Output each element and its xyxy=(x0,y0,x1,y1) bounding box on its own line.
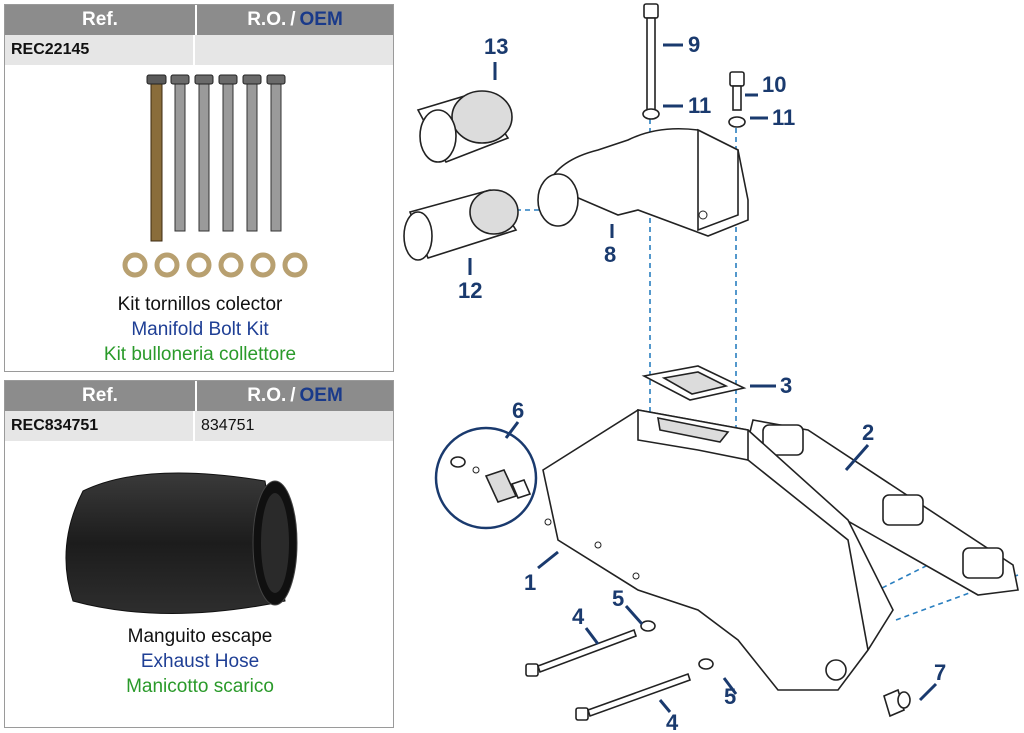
part-9-long-bolt xyxy=(643,3,659,111)
card-ref-row: REC834751 834751 xyxy=(5,411,393,441)
callout-11: 11 xyxy=(688,93,711,118)
callout-13: 13 xyxy=(484,34,508,59)
callout-2: 2 xyxy=(862,420,874,445)
oem-value xyxy=(195,35,393,65)
callout-4: 4 xyxy=(572,604,585,629)
part-4-bolt xyxy=(525,628,638,677)
part-3-gasket xyxy=(641,365,747,401)
callout-5: 5 xyxy=(724,684,736,709)
part-11-washer xyxy=(642,108,660,120)
slash: / xyxy=(290,9,296,30)
slash: / xyxy=(290,385,296,406)
callout-11: 11 xyxy=(772,105,795,130)
desc-italian: Kit bulloneria collettore xyxy=(103,344,297,365)
part-4-bolt xyxy=(575,672,692,721)
part-7-fitting xyxy=(883,688,911,718)
exploded-parts-diagram: 9 11 10 11 13 12 8 3 2 6 1 4 5 5 4 7 xyxy=(403,3,1019,733)
part-1-manifold xyxy=(542,409,894,691)
desc-italian: Manicotto scarico xyxy=(126,676,274,697)
callout-6: 6 xyxy=(512,398,524,423)
desc-spanish: Kit tornillos colector xyxy=(117,294,283,315)
callout-leaders xyxy=(468,43,938,713)
callout-9: 9 xyxy=(688,32,700,57)
part-6-plug-inset xyxy=(434,426,538,530)
part-8-elbow-riser xyxy=(537,127,749,237)
desc-english: Exhaust Hose xyxy=(140,651,260,672)
part-10-short-bolt xyxy=(729,71,745,111)
oem-label: OEM xyxy=(299,9,343,30)
washers xyxy=(122,252,308,278)
ro-label: R.O. xyxy=(247,9,287,30)
ref-value: REC22145 xyxy=(5,35,195,65)
exhaust-hose-photo xyxy=(65,472,298,614)
bolt-kit-photo xyxy=(122,74,308,278)
callout-5: 5 xyxy=(612,586,624,611)
callout-3: 3 xyxy=(780,373,792,398)
card-header: Ref. R.O. / OEM xyxy=(5,381,393,411)
ref-header: Ref. xyxy=(5,5,197,35)
ro-label: R.O. xyxy=(247,385,287,406)
desc-spanish: Manguito escape xyxy=(127,626,273,647)
callout-12: 12 xyxy=(458,278,482,303)
desc-english: Manifold Bolt Kit xyxy=(131,319,269,340)
part-13-hose-sleeve xyxy=(416,90,513,164)
part-5-washer xyxy=(640,620,656,632)
oem-value: 834751 xyxy=(201,417,255,434)
ref-header: Ref. xyxy=(5,381,197,411)
ro-oem-header: R.O. / OEM xyxy=(197,5,393,35)
oem-label: OEM xyxy=(299,385,343,406)
product-card-exhaust-hose: Ref. R.O. / OEM REC834751 834751 Manguit… xyxy=(4,380,394,728)
bolts xyxy=(146,74,286,242)
product-card-bolt-kit: Ref. R.O. / OEM REC22145 xyxy=(4,4,394,372)
card-description: Kit tornillos colector Manifold Bolt Kit… xyxy=(5,292,395,367)
card-description: Manguito escape Exhaust Hose Manicotto s… xyxy=(5,624,395,699)
ref-value: REC834751 xyxy=(5,411,195,441)
callout-8: 8 xyxy=(604,242,616,267)
card-header: Ref. R.O. / OEM xyxy=(5,5,393,35)
callout-labels: 9 11 10 11 13 12 8 3 2 6 1 4 5 5 4 7 xyxy=(458,32,946,733)
part-2-manifold-gasket xyxy=(747,419,1019,596)
callout-7: 7 xyxy=(934,660,946,685)
callout-10: 10 xyxy=(762,72,786,97)
part-12-pipe xyxy=(403,189,519,261)
part-5-washer xyxy=(698,658,714,670)
card-ref-row: REC22145 xyxy=(5,35,393,65)
callout-4: 4 xyxy=(666,710,679,733)
callout-1: 1 xyxy=(524,570,536,595)
part-11-washer xyxy=(728,116,746,128)
ro-oem-header: R.O. / OEM xyxy=(197,381,393,411)
